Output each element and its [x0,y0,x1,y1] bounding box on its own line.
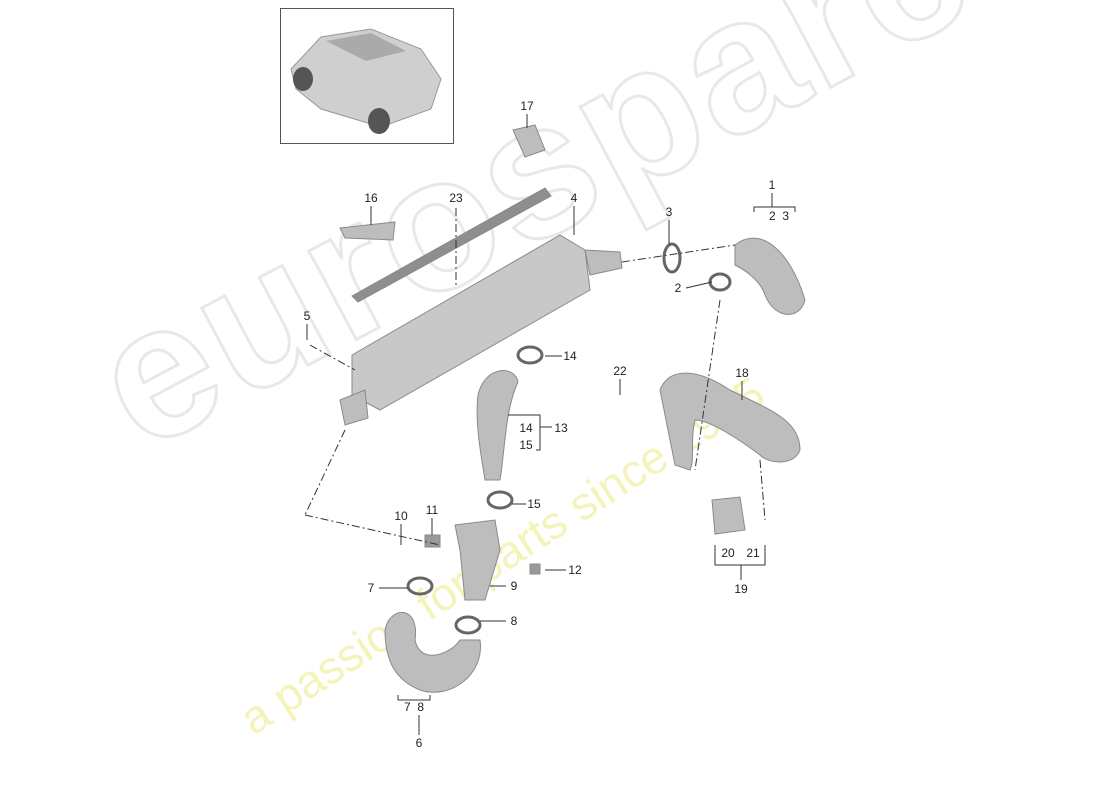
callout-17: 17 [520,99,534,113]
callout-14: 14 [563,349,577,363]
callout-2: 2 [674,281,682,295]
callout-5: 5 [303,309,311,323]
callout-12: 12 [568,563,582,577]
callout-19: 19 [734,582,748,596]
part-4-intercooler [351,234,591,411]
car-icon [290,28,442,134]
callout-3: 3 [665,205,673,219]
part-19-fitting [711,496,746,535]
part-13-hose [476,370,519,481]
callout-8: 8 [510,614,518,628]
callout-10: 10 [394,509,408,523]
callout-7: 7 [367,581,375,595]
callout-21: 21 [746,546,760,560]
part-8-clamp [454,615,482,635]
part-18-hose [659,372,801,471]
part-4-inlet [584,249,623,276]
callout-13-sub-15: 15 [519,438,533,452]
part-12-nut [529,563,541,575]
callout-11: 11 [425,503,439,517]
callout-22: 22 [613,364,627,378]
callout-4: 4 [570,191,578,205]
part-4-outlet [339,389,369,426]
callout-9: 9 [510,579,518,593]
callout-1: 1 [768,178,776,192]
callout-6: 6 [415,736,423,750]
callout-20: 20 [721,546,735,560]
callout-1-subparts: 2 3 [768,209,790,223]
part-16-bracket [339,221,396,241]
part-11-sensor [424,534,441,548]
part-14-clamp [516,345,544,365]
callout-23: 23 [449,191,463,205]
vehicle-thumbnail [280,8,454,144]
part-1-hose [734,237,806,315]
part-9-housing [454,519,501,601]
callout-13-sub-14: 14 [519,421,533,435]
part-6-hose [384,612,481,693]
callout-15: 15 [527,497,541,511]
callout-18: 18 [735,366,749,380]
part-23-strip [351,187,552,303]
part-15-clamp [486,490,514,510]
part-2-clamp [708,272,732,292]
part-17-bracket [512,124,546,158]
callout-16: 16 [364,191,378,205]
callout-13: 13 [554,421,568,435]
part-3-clamp [662,242,682,274]
callout-6-subparts: 7 8 [403,700,425,714]
part-7-clamp [406,576,434,596]
